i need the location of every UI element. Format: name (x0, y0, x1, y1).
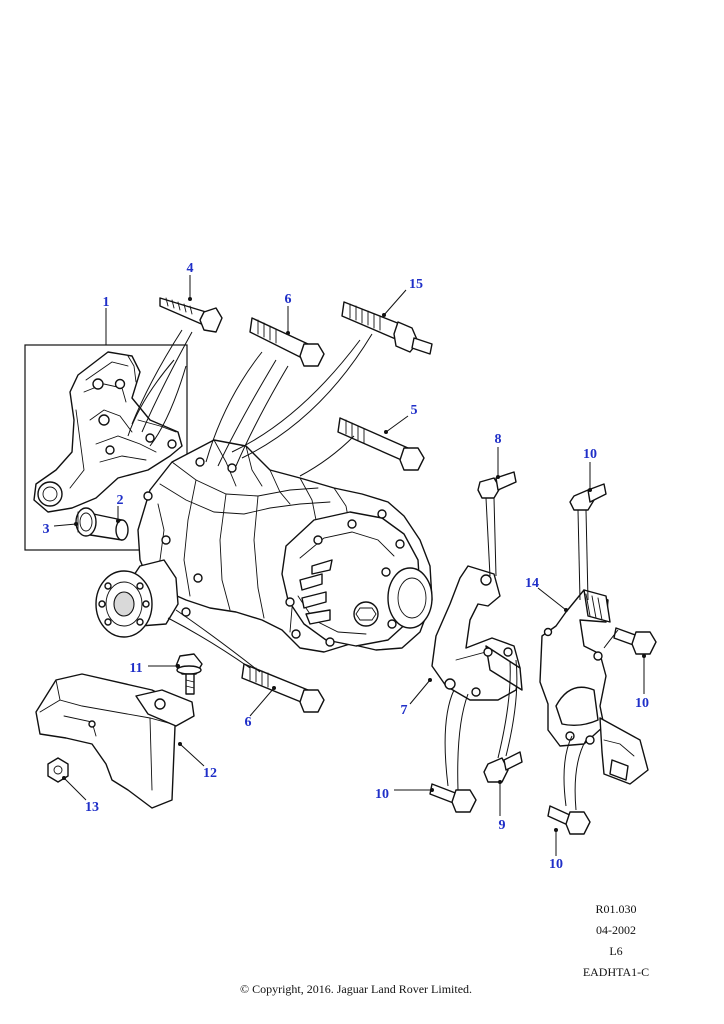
bolt-part-10-right (613, 627, 657, 655)
callout-10-lower-right: 10 (549, 857, 563, 872)
differential-housing (95, 439, 433, 653)
reference-variant: L6 (609, 944, 623, 958)
callout-4: 4 (187, 261, 194, 276)
bracket-part-14 (539, 589, 649, 785)
callout-labels: 1 2 3 4 6 15 5 6 7 8 9 10 10 10 10 11 12… (43, 261, 650, 872)
leaders-part-10-lower-left (444, 689, 469, 791)
callout-9: 9 (499, 818, 506, 833)
callout-2: 2 (117, 493, 124, 508)
callout-leaders (53, 275, 646, 856)
callout-12: 12 (203, 766, 217, 781)
bush-part-2-3 (75, 507, 129, 541)
bolt-part-6-upper (249, 317, 325, 367)
nut-part-13 (47, 757, 69, 783)
bracket-part-12 (35, 673, 195, 809)
bolt-part-10-upper-right (569, 483, 607, 511)
reference-date: 04-2002 (596, 923, 636, 937)
callout-1: 1 (103, 295, 110, 310)
stud-part-15 (341, 301, 433, 355)
bolt-part-4 (159, 297, 223, 333)
leaders-part-10-right (603, 629, 619, 649)
callout-6-lower: 6 (245, 715, 252, 730)
leaders-part-9 (497, 659, 518, 759)
callout-15: 15 (409, 277, 423, 292)
assembly-leaders (127, 329, 373, 673)
callout-14: 14 (525, 576, 539, 591)
illustration-code: EADHTA1-C (582, 965, 650, 979)
callout-10-upper-right: 10 (583, 447, 597, 462)
bolt-part-6-lower (241, 663, 325, 713)
mounting-bracket-part-1 (33, 351, 183, 513)
callout-6-upper: 6 (285, 292, 292, 307)
callout-7: 7 (401, 703, 408, 718)
callout-8: 8 (495, 432, 502, 447)
bolt-part-10-lower-left (429, 783, 477, 813)
callout-10-lower-left: 10 (375, 787, 389, 802)
leaders-part-10-upper-right (577, 509, 589, 601)
callout-5: 5 (411, 403, 418, 418)
callout-10-right: 10 (635, 696, 649, 711)
leaders-part-10-lower-right (563, 735, 587, 811)
bolt-part-9 (483, 751, 523, 783)
reference-code: R01.030 (595, 902, 637, 916)
callout-3: 3 (43, 522, 50, 537)
callout-13: 13 (85, 800, 99, 815)
bolt-part-11 (175, 653, 203, 695)
leaders-part-8 (485, 497, 497, 577)
callout-11: 11 (129, 661, 142, 676)
bracket-part-7 (431, 565, 523, 701)
bolt-part-10-lower-right (547, 805, 591, 835)
copyright-notice: © Copyright, 2016. Jaguar Land Rover Lim… (239, 982, 473, 996)
bolt-part-5 (337, 417, 425, 471)
